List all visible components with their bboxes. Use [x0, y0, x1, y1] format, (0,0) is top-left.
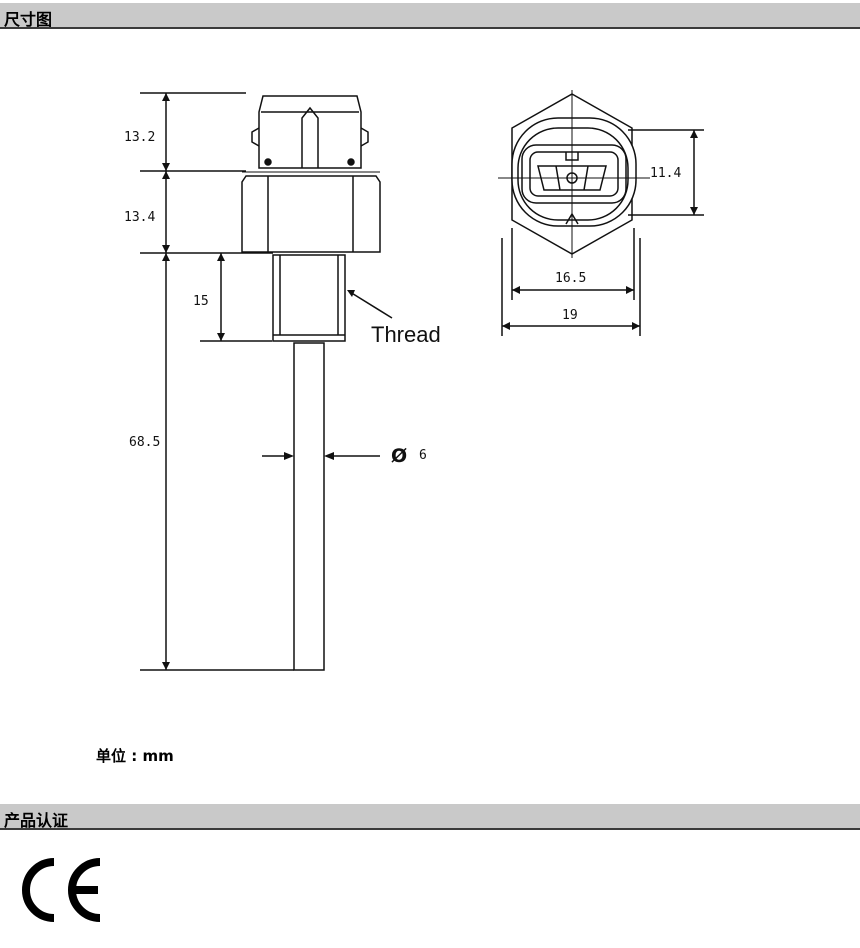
dim-connector-width: 16.5 [555, 271, 586, 286]
probe-tube [293, 342, 325, 671]
section-header-certification: 产品认证 [0, 804, 860, 830]
dim-thread-length: 15 [193, 294, 209, 309]
dimension-drawing: 13.2 13.4 15 68.5 Ø 6 Thread 11.4 16.5 1… [124, 90, 704, 671]
thread-section [272, 254, 346, 342]
section-title: 尺寸图 [4, 10, 53, 29]
dim-probe-diameter: 6 [419, 448, 427, 463]
ce-mark-logo [22, 858, 101, 922]
connector-housing [251, 95, 369, 169]
units-label: 单位 : mm [96, 747, 174, 765]
dim-pin-spacing: 11.4 [650, 166, 681, 181]
dim-hex-height: 13.4 [124, 210, 155, 225]
section-header-dimensions: 尺寸图 [0, 3, 860, 29]
hex-body [241, 171, 381, 253]
diameter-symbol: Ø [391, 445, 407, 467]
dim-connector-height: 13.2 [124, 130, 155, 145]
section-title: 产品认证 [4, 811, 69, 830]
front-view [498, 90, 650, 258]
dim-probe-length: 68.5 [129, 435, 160, 450]
thread-label: Thread [371, 322, 441, 347]
dim-hex-across: 19 [562, 308, 578, 323]
